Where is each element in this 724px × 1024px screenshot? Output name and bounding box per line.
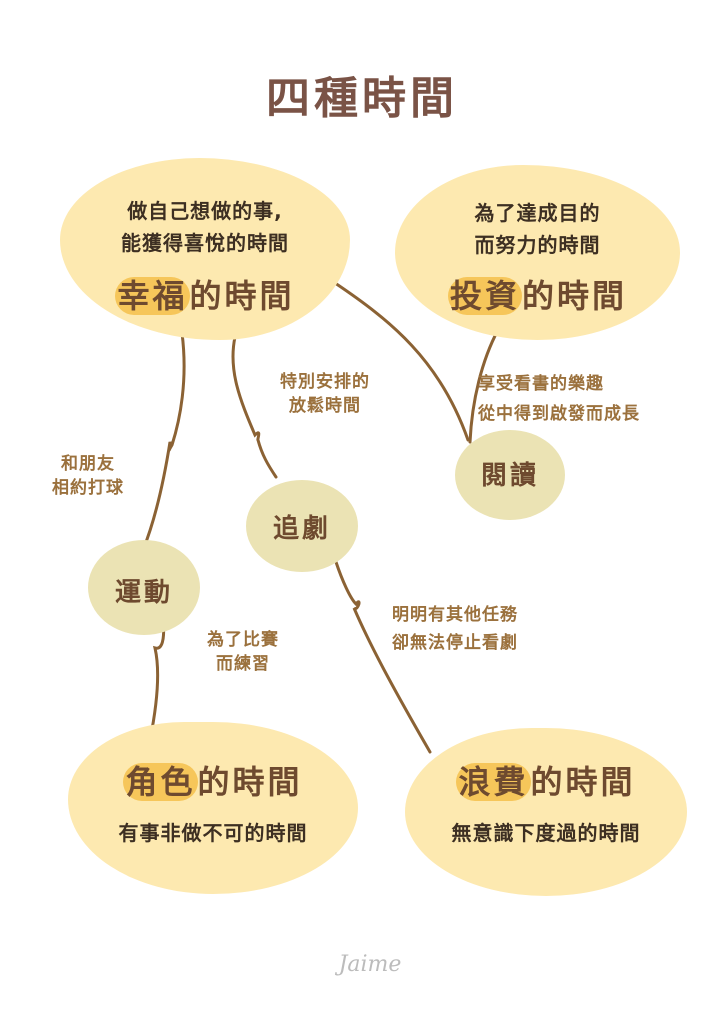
note-line: 特別安排的 <box>280 372 370 392</box>
note-drama-waste: 明明有其他任務 卻無法停止看劇 <box>392 603 637 655</box>
investment-desc-line2: 而努力的時間 <box>474 233 601 257</box>
note-exercise-happy: 和朋友 相約打球 <box>18 452 158 500</box>
drama-node <box>246 480 358 572</box>
investment-title-rest: 的時間 <box>522 277 628 315</box>
waste-title-rest: 的時間 <box>530 763 636 801</box>
happiness-bubble <box>60 158 350 340</box>
connector-happiness-drama <box>231 335 278 479</box>
connector-investment-reading <box>468 328 500 444</box>
signature: Jaime <box>338 952 402 977</box>
waste-desc: 無意識下度過的時間 <box>451 821 641 845</box>
note-line: 而練習 <box>216 654 270 674</box>
note-line: 相約打球 <box>52 478 124 498</box>
note-reading-invest: 享受看書的樂趣 從中得到啟發而成長 <box>478 372 718 426</box>
reading-label: 閱讀 <box>480 461 539 491</box>
waste-bubble <box>405 728 687 896</box>
happiness-highlight: 幸福 <box>115 277 190 315</box>
note-exercise-role: 為了比賽 而練習 <box>188 628 298 676</box>
waste-highlight: 浪費 <box>456 763 531 801</box>
investment-bubble <box>395 165 680 340</box>
note-line: 享受看書的樂趣 <box>478 374 604 394</box>
note-line: 為了比賽 <box>207 630 279 650</box>
role-desc: 有事非做不可的時間 <box>118 821 308 845</box>
investment-desc-line1: 為了達成目的 <box>474 201 601 225</box>
connector-exercise-role <box>148 618 166 742</box>
reading-node <box>455 430 565 520</box>
note-line: 卻無法停止看劇 <box>392 633 518 653</box>
role-title: 角色的時間 <box>68 762 358 802</box>
connector-happiness-reading <box>333 281 470 442</box>
role-title-rest: 的時間 <box>197 763 303 801</box>
drama-label: 追劇 <box>272 514 331 544</box>
exercise-node <box>88 540 200 635</box>
exercise-label: 運動 <box>114 578 173 608</box>
connector-happiness-exercise <box>141 331 186 552</box>
happiness-desc-line2: 能獲得喜悅的時間 <box>121 231 289 255</box>
investment-highlight: 投資 <box>447 277 522 315</box>
connector-drama-waste <box>334 560 432 754</box>
note-line: 和朋友 <box>61 454 115 474</box>
page-title: 四種時間 <box>266 73 458 124</box>
note-line: 放鬆時間 <box>289 396 361 416</box>
role-bubble <box>68 722 358 894</box>
waste-title: 浪費的時間 <box>405 762 687 802</box>
happiness-desc-line1: 做自己想做的事, <box>127 199 283 223</box>
note-drama-happy: 特別安排的 放鬆時間 <box>250 370 400 418</box>
happiness-title-rest: 的時間 <box>189 277 295 315</box>
investment-title: 投資的時間 <box>395 276 680 316</box>
note-line: 從中得到啟發而成長 <box>478 404 640 424</box>
note-line: 明明有其他任務 <box>392 605 518 625</box>
happiness-title: 幸福的時間 <box>60 276 350 316</box>
role-highlight: 角色 <box>123 763 198 801</box>
